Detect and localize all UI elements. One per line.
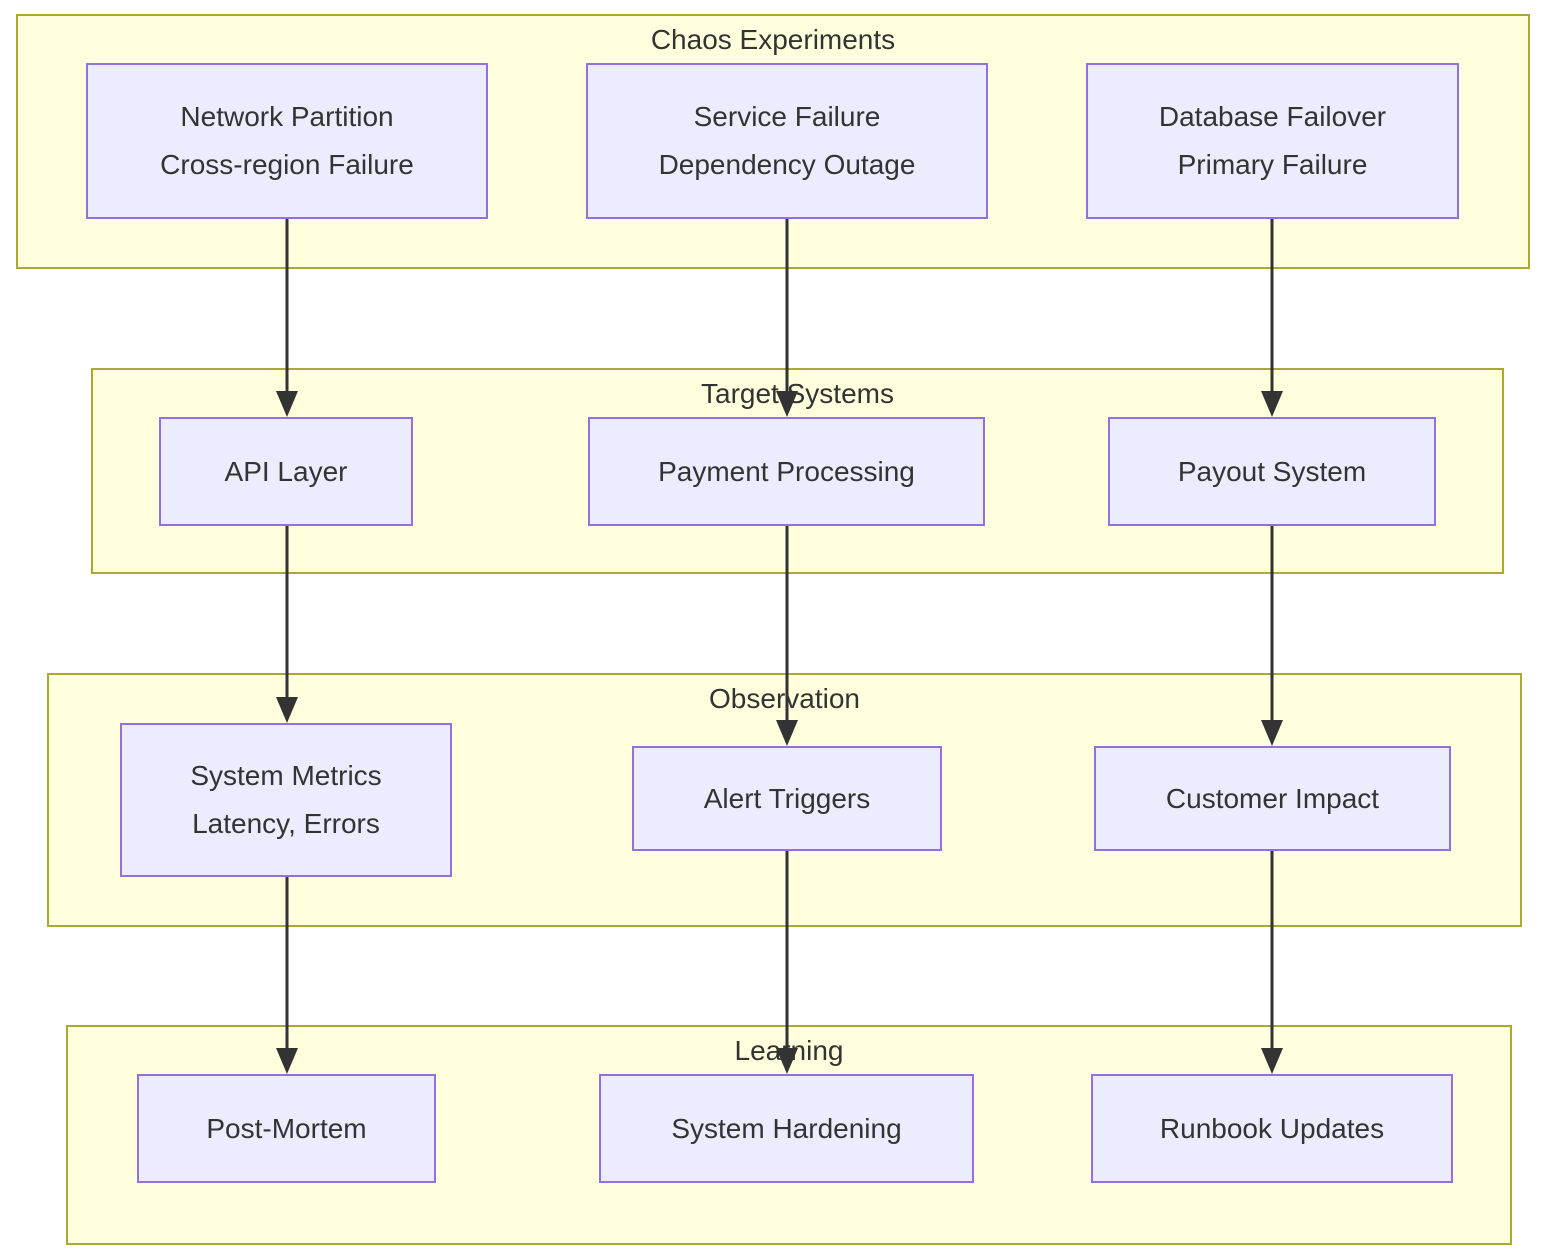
node-label-line: Service Failure bbox=[693, 101, 881, 132]
node-label-line: System Metrics bbox=[190, 760, 382, 791]
node-runbook-updates: Runbook Updates bbox=[1091, 1074, 1453, 1183]
node-label-line: Payment Processing bbox=[658, 455, 915, 487]
node-service-failure: Service Failure Dependency Outage bbox=[586, 63, 988, 219]
node-alert-triggers: Alert Triggers bbox=[632, 746, 942, 851]
group-title-target-systems: Target Systems bbox=[701, 378, 894, 409]
group-title-learning: Learning bbox=[734, 1035, 844, 1066]
node-label-line: API Layer bbox=[224, 455, 348, 487]
node-label-line: Primary Failure bbox=[1177, 149, 1368, 180]
node-payment-processing: Payment Processing bbox=[588, 417, 985, 526]
node-database-failover: Database Failover Primary Failure bbox=[1086, 63, 1459, 219]
node-label-line: Payout System bbox=[1177, 455, 1367, 487]
node-label-line: Runbook Updates bbox=[1159, 1112, 1385, 1144]
node-label-line: Network Partition bbox=[180, 101, 394, 132]
node-label-line: Cross-region Failure bbox=[160, 149, 414, 180]
node-label-line: Dependency Outage bbox=[658, 149, 916, 180]
group-title-observation: Observation bbox=[709, 683, 860, 714]
node-payout-system: Payout System bbox=[1108, 417, 1436, 526]
node-api-layer: API Layer bbox=[159, 417, 413, 526]
node-label-line: Customer Impact bbox=[1165, 782, 1380, 814]
node-customer-impact: Customer Impact bbox=[1094, 746, 1451, 851]
node-label-line: Latency, Errors bbox=[192, 808, 380, 839]
node-label-line: Database Failover bbox=[1158, 101, 1387, 132]
node-post-mortem: Post-Mortem bbox=[137, 1074, 436, 1183]
node-label-line: System Hardening bbox=[671, 1112, 902, 1144]
group-title-chaos-experiments: Chaos Experiments bbox=[650, 24, 896, 55]
node-label-line: Alert Triggers bbox=[703, 782, 871, 814]
node-label-line: Post-Mortem bbox=[206, 1112, 367, 1144]
node-system-hardening: System Hardening bbox=[599, 1074, 974, 1183]
node-network-partition: Network Partition Cross-region Failure bbox=[86, 63, 488, 219]
node-system-metrics: System Metrics Latency, Errors bbox=[120, 723, 452, 877]
